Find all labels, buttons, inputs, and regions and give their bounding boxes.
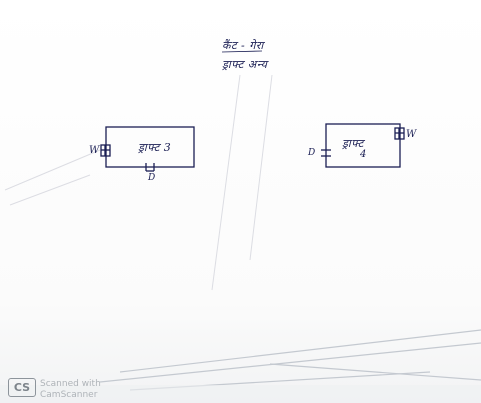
room-right-window-letter: W	[406, 129, 417, 140]
room-left-door-letter: D	[148, 173, 156, 183]
room-right-label-number: 4	[360, 149, 367, 160]
heading-line-2: ड्राफ्ट अन्य	[222, 58, 268, 71]
room-right-door-letter: D	[308, 148, 316, 158]
room-left-window-letter: W	[89, 145, 100, 156]
camscanner-caption: Scanned with CamScanner	[40, 380, 101, 400]
room-left-label: ड्राफ्ट 3	[138, 141, 172, 154]
heading-line-1: कैंट - गेरा	[222, 39, 264, 52]
camscanner-logo: CS	[8, 378, 36, 397]
room-right-label: ड्राफ्ट	[342, 137, 364, 150]
camscanner-line-2: CamScanner	[40, 390, 98, 400]
camscanner-line-1: Scanned with	[40, 379, 101, 389]
